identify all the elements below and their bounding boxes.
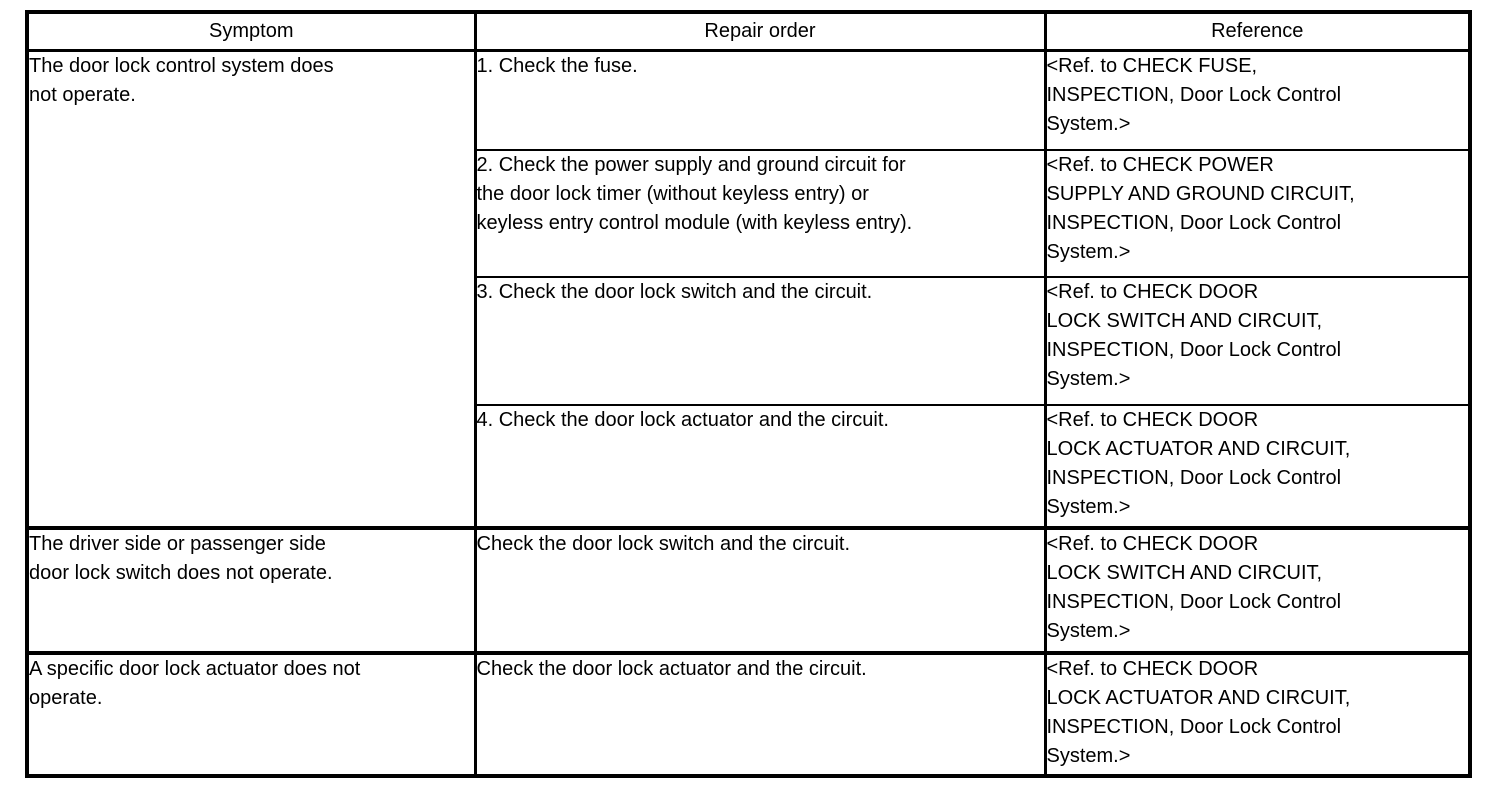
symptom-cell: The door lock control system does not op… (29, 50, 475, 530)
table-row: 4. Check the door lock actuator and the … (29, 404, 1468, 530)
table-row: 3. Check the door lock switch and the ci… (29, 276, 1468, 406)
diagnostic-chart-table: Symptom Repair order Reference The door … (25, 10, 1472, 778)
reference-cell: <Ref. to CHECK DOOR LOCK ACTUATOR AND CI… (1043, 652, 1468, 774)
header-row: Symptom Repair order Reference (29, 14, 1468, 52)
reference-cell: <Ref. to CHECK FUSE, INSPECTION, Door Lo… (1043, 50, 1468, 151)
table-row: The driver side or passenger side door l… (29, 527, 1468, 655)
table-row: The door lock control system does not op… (29, 50, 1468, 530)
repair-order-cell: 2. Check the power supply and ground cir… (473, 149, 1045, 278)
reference-cell: <Ref. to CHECK DOOR LOCK SWITCH AND CIRC… (1043, 527, 1468, 655)
repair-order-cell: Check the door lock actuator and the cir… (473, 652, 1045, 774)
table-header: Symptom Repair order Reference (29, 14, 1468, 52)
symptom-cell: The driver side or passenger side door l… (29, 527, 475, 655)
table-body: The door lock control system does not op… (29, 50, 1468, 774)
reference-cell: <Ref. to CHECK DOOR LOCK SWITCH AND CIRC… (1043, 276, 1468, 406)
symptom-cell: A specific door lock actuator does not o… (29, 657, 361, 709)
reference-cell: <Ref. to CHECK POWER SUPPLY AND GROUND C… (1043, 149, 1468, 278)
repair-order-cell: 3. Check the door lock switch and the ci… (473, 276, 1045, 406)
reference-cell: <Ref. to CHECK DOOR LOCK ACTUATOR AND CI… (1043, 404, 1468, 530)
repair-order-cell: 4. Check the door lock actuator and the … (473, 404, 1045, 530)
table-row: 2. Check the power supply and ground cir… (29, 149, 1468, 278)
table-row: A specific door lock actuator does not o… (29, 652, 1468, 774)
column-header-symptom: Symptom (29, 14, 475, 52)
column-header-reference: Reference (1043, 14, 1468, 52)
column-header-repair-order: Repair order (473, 14, 1045, 52)
table: Symptom Repair order Reference The door … (29, 14, 1468, 774)
repair-order-cell: Check the door lock switch and the circu… (473, 527, 1045, 655)
repair-order-cell: 1. Check the fuse. (473, 50, 1045, 151)
